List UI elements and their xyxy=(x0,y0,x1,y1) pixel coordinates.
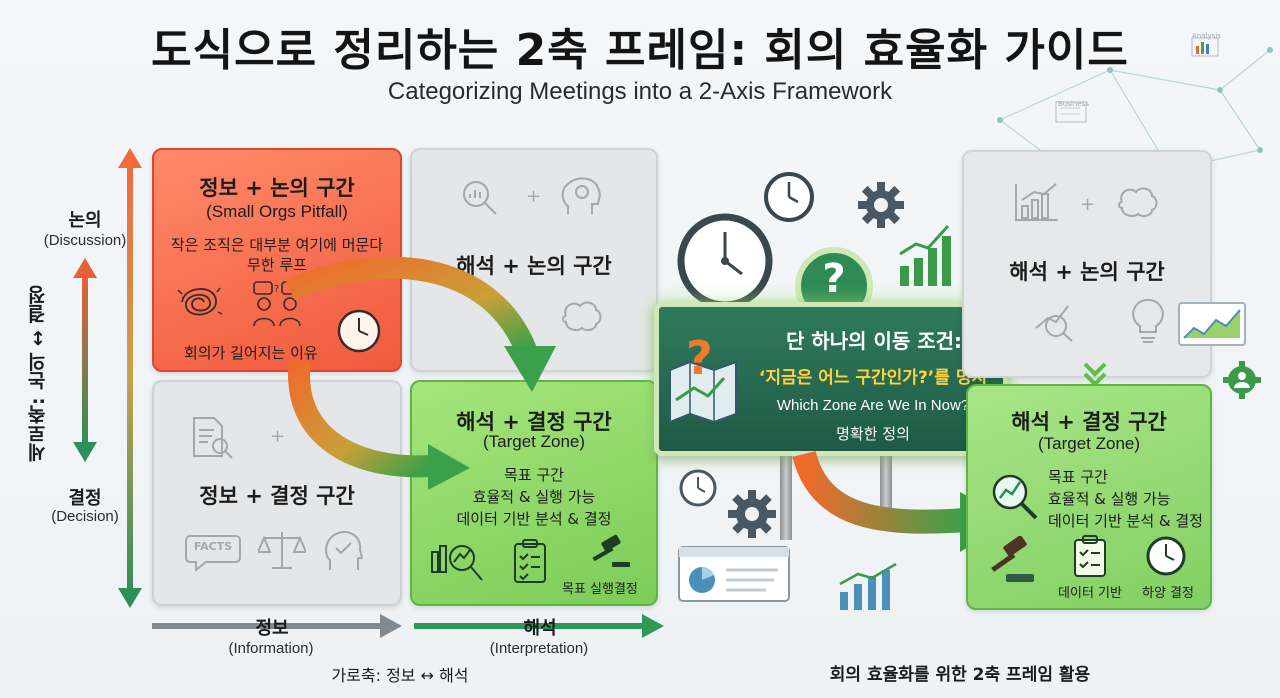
sign-line: 명확한 정의 xyxy=(836,425,910,443)
brain-icon xyxy=(562,301,602,332)
vertical-top-label-en: (Discussion) xyxy=(43,232,127,249)
right-caption: 회의 효율화를 위한 2축 프레임 활용 xyxy=(829,665,1091,685)
horizontal-axis-caption: 가로축: 정보 ↔ 해석 xyxy=(331,666,469,685)
quadrant-title: 해석 + 논의 구간 xyxy=(456,254,612,278)
horizontal-left-label-en: (Information) xyxy=(228,640,314,657)
quadrant-footer: 목표 실행결정 xyxy=(562,582,638,597)
quadrant-line: 무한 루프 xyxy=(247,256,307,274)
magnifier-chart-icon xyxy=(992,474,1038,520)
gear-person-icon xyxy=(1223,361,1261,399)
lightbulb-icon xyxy=(1132,298,1164,343)
chart-icon xyxy=(1015,183,1058,221)
question-badge: ? xyxy=(822,256,846,302)
map-question-icon: ? xyxy=(669,331,737,424)
clock-icon xyxy=(677,213,773,309)
dashboard-icon xyxy=(678,546,790,602)
chart-icon xyxy=(899,224,951,286)
quadrant-line: 작은 조직은 대부분 여기에 머문다 xyxy=(170,236,384,254)
vertical-top-label: 논의 xyxy=(68,210,102,231)
document-magnifier-icon xyxy=(193,417,233,459)
quadrant-interp-discussion: + 해석 + 논의 구간 xyxy=(410,148,658,372)
horizontal-right-label: 해석 xyxy=(523,618,557,639)
decor-label-business: Business xyxy=(1058,100,1089,108)
vertical-bottom-label: 결정 xyxy=(68,488,102,509)
svg-text:?: ? xyxy=(686,331,713,385)
checklist-icon xyxy=(1074,535,1106,577)
quadrant-line: 효율적 & 실행 가능 xyxy=(1048,490,1171,508)
checklist-icon xyxy=(514,539,546,583)
horizontal-right-label-en: (Interpretation) xyxy=(489,640,589,657)
horizontal-axis-arrow-info xyxy=(152,614,402,638)
tangled-loop-icon xyxy=(177,287,223,316)
scale-icon xyxy=(258,532,306,569)
icon-caption: 하양 결정 xyxy=(1142,586,1194,601)
right-quadrant-interp-discussion: + 해석 + 논의 구간 xyxy=(962,150,1212,378)
sign-post xyxy=(780,450,792,540)
brain-gear-icon xyxy=(561,177,601,214)
quadrant-title: 해석 + 논의 구간 xyxy=(1009,260,1165,284)
plus-icon: + xyxy=(526,186,542,207)
quadrant-subtitle: (Small Orgs Pitfall) xyxy=(206,202,348,221)
clock-icon xyxy=(679,469,717,507)
gavel-icon xyxy=(592,534,630,567)
quadrant-line: 목표 구간 xyxy=(1048,468,1108,486)
quadrant-info-decision: + 정보 + 결정 구간 FACTS xyxy=(152,380,402,606)
magnifier-chart-icon xyxy=(463,181,497,215)
curved-arrow-to-target xyxy=(285,256,556,490)
chart-card-icon xyxy=(1178,302,1246,346)
magnifier-chart-icon xyxy=(431,545,483,581)
plus-icon: + xyxy=(1080,194,1096,215)
svg-text:?: ? xyxy=(274,284,279,295)
quadrant-footer: 회의가 길어지는 이유 xyxy=(184,344,318,362)
horizontal-axis-arrow-interp xyxy=(414,614,664,638)
vertical-axis-double-arrow xyxy=(73,258,97,462)
facts-label: FACTS xyxy=(193,540,233,553)
chart-icon xyxy=(839,562,897,610)
page-subtitle: Categorizing Meetings into a 2-Axis Fram… xyxy=(387,78,893,105)
sign-highlight: ‘지금은 어느 구간인가?’를 명시 xyxy=(758,368,988,388)
sign-line: 단 하나의 이동 조건: xyxy=(785,329,963,353)
quadrant-line: 데이터 기반 분석 & 결정 xyxy=(456,510,612,528)
page-title: 도식으로 정리하는 2축 프레임: 회의 효율화 가이드 xyxy=(151,25,1129,76)
clock-icon xyxy=(1146,536,1186,576)
quadrant-line: 효율적 & 실행 가능 xyxy=(472,488,596,506)
brain-icon xyxy=(1118,187,1158,218)
quadrant-subtitle: (Target Zone) xyxy=(482,432,586,451)
quadrant-interp-decision: 해석 + 결정 구간 (Target Zone) 목표 구간 효율적 & 실행 … xyxy=(410,380,658,606)
icon-caption: 데이터 기반 xyxy=(1058,586,1122,601)
sign-line: Which Zone Are We In Now? xyxy=(776,397,970,414)
horizontal-left-label: 정보 xyxy=(255,618,289,639)
decor-label-analysis: Analysis xyxy=(1192,32,1221,40)
quadrant-title: 해석 + 결정 구간 xyxy=(1011,410,1167,434)
magnifier-chart-icon xyxy=(1035,305,1073,342)
gear-icon xyxy=(728,490,776,538)
quadrant-line: 목표 구간 xyxy=(504,466,564,484)
sign-post xyxy=(880,450,892,520)
facts-bubble-icon xyxy=(185,535,241,572)
clock-icon xyxy=(337,309,381,353)
quadrant-title: 해석 + 결정 구간 xyxy=(456,410,612,434)
sign-line: ‘지금은 어느 구간인가?’를 명시 xyxy=(739,363,1007,388)
gear-icon xyxy=(858,182,904,228)
vertical-bottom-label-en: (Decision) xyxy=(51,508,119,525)
vertical-axis-caption: 세로축: 논의 ↔ 결정 xyxy=(27,285,49,462)
right-quadrant-interp-decision: 해석 + 결정 구간 (Target Zone) 목표 구간 효율적 & 실행 … xyxy=(966,384,1212,610)
plus-icon: + xyxy=(270,426,286,447)
clock-icon xyxy=(764,172,814,222)
quadrant-title: 정보 + 논의 구간 xyxy=(199,176,355,200)
quadrant-subtitle: (Target Zone) xyxy=(1037,434,1141,453)
quadrant-title: 정보 + 결정 구간 xyxy=(199,484,355,508)
vertical-axis-arrow xyxy=(118,148,142,608)
quadrant-line: 데이터 기반 분석 & 결정 xyxy=(1048,512,1203,530)
gavel-icon xyxy=(991,536,1034,582)
person-check-icon xyxy=(325,531,364,570)
